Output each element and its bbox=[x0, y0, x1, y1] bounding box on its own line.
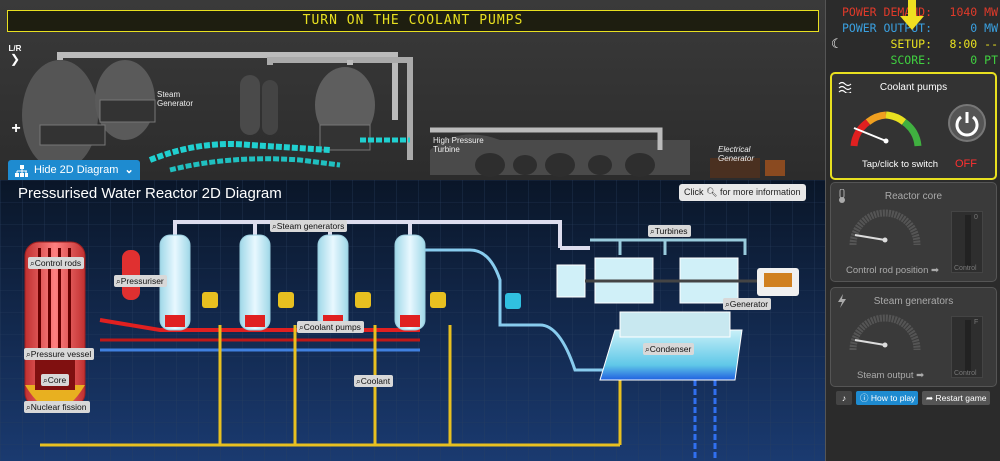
tag-nuclear-fission[interactable]: ⌕Nuclear fission bbox=[24, 401, 90, 413]
tag-steam-generators[interactable]: ⌕Steam generators bbox=[270, 220, 348, 232]
score-row: SCORE: 0 PT bbox=[832, 52, 998, 68]
magnify-icon: ⌕ bbox=[356, 376, 361, 386]
left-right-toggle[interactable]: L/R ❯ bbox=[6, 44, 24, 70]
steam-generator-scene-label: Steam Generator bbox=[157, 90, 194, 108]
thermometer-icon bbox=[837, 188, 847, 208]
slider-label: Control bbox=[954, 265, 977, 272]
tag-turbines[interactable]: ⌕Turbines bbox=[648, 225, 691, 237]
instruction-banner: TURN ON THE COOLANT PUMPS bbox=[7, 10, 819, 32]
steam-output-caption: Steam output ➡ bbox=[857, 370, 925, 381]
hierarchy-icon bbox=[15, 164, 28, 180]
waves-icon bbox=[838, 80, 852, 98]
chevron-down-icon: ⌄ bbox=[124, 164, 134, 176]
slider-label: Control bbox=[954, 370, 977, 377]
magnify-icon: ⌕ bbox=[26, 402, 31, 412]
tag-steam-generators-label: Steam generators bbox=[276, 221, 345, 231]
magnify-icon: ⌕ bbox=[272, 221, 277, 231]
tag-pressure-vessel-label: Pressure vessel bbox=[30, 349, 92, 359]
steam-generators-panel: Steam generators Steam output ➡ F Contro… bbox=[830, 287, 997, 387]
slider-track bbox=[965, 215, 971, 267]
tag-coolant-label: Coolant bbox=[360, 376, 391, 386]
electrical-generator-scene-label: Electrical Generator bbox=[718, 145, 755, 163]
magnify-icon: 🔍︎ bbox=[706, 187, 718, 197]
click-info-hint: Click 🔍︎ for more information bbox=[679, 184, 806, 201]
magnify-icon: ⌕ bbox=[725, 299, 730, 309]
diagram-title: Pressurised Water Reactor 2D Diagram bbox=[18, 185, 282, 202]
pwr-2d-diagram: Pressurised Water Reactor 2D Diagram Cli… bbox=[0, 180, 825, 461]
lr-label: L/R bbox=[8, 44, 22, 53]
tag-coolant-pumps[interactable]: ⌕Coolant pumps bbox=[297, 321, 364, 333]
hide-2d-diagram-button[interactable]: Hide 2D Diagram ⌄ bbox=[8, 160, 140, 180]
tag-control-rods[interactable]: ⌕Control rods bbox=[28, 257, 85, 269]
magnify-icon: ⌕ bbox=[30, 258, 35, 268]
tag-coolant-pumps-label: Coolant pumps bbox=[303, 322, 361, 332]
tag-coolant[interactable]: ⌕Coolant bbox=[354, 375, 394, 387]
slider-value: F bbox=[974, 319, 979, 326]
click-info-after: for more information bbox=[719, 187, 801, 197]
magnify-icon: ⌕ bbox=[26, 349, 31, 359]
magnify-icon: ⌕ bbox=[650, 226, 655, 236]
tag-nuclear-fission-label: Nuclear fission bbox=[30, 402, 87, 412]
tag-generator[interactable]: ⌕Generator bbox=[723, 298, 772, 310]
control-rod-caption: Control rod position ➡ bbox=[846, 265, 939, 276]
setup-label: SETUP: bbox=[890, 37, 932, 51]
reactor-core-title: Reactor core bbox=[884, 191, 943, 202]
magnify-icon: ⌕ bbox=[116, 276, 121, 286]
tag-pressuriser-label: Pressuriser bbox=[120, 276, 164, 286]
power-icon bbox=[955, 112, 979, 137]
slider-track bbox=[965, 320, 971, 372]
moon-icon: ☾ bbox=[831, 36, 843, 51]
tag-pressure-vessel[interactable]: ⌕Pressure vessel bbox=[24, 348, 95, 360]
hp-turbine-scene-label: High Pressure Turbine bbox=[433, 136, 484, 154]
hint-arrow-icon bbox=[900, 0, 924, 30]
speaker-icon: ♪ bbox=[841, 393, 847, 403]
restart-label: Restart game bbox=[935, 393, 987, 403]
power-toggle-button[interactable] bbox=[948, 104, 986, 142]
tag-control-rods-label: Control rods bbox=[34, 258, 82, 268]
click-info-before: Click bbox=[684, 187, 704, 197]
coolant-gauge bbox=[850, 111, 922, 147]
control-sidebar: POWER DEMAND: 1040 MW POWER OUTPUT: 0 MW… bbox=[825, 0, 1000, 461]
steam-generators-title: Steam generators bbox=[873, 296, 954, 307]
diagram-schematic bbox=[0, 180, 825, 461]
tag-condenser[interactable]: ⌕Condenser bbox=[643, 343, 695, 355]
sound-button[interactable]: ♪ bbox=[836, 391, 852, 405]
zoom-in-button[interactable]: + bbox=[11, 120, 21, 137]
tag-core[interactable]: ⌕Core bbox=[41, 374, 70, 386]
power-demand-value: 1040 MW bbox=[949, 5, 998, 19]
magnify-icon: ⌕ bbox=[299, 322, 304, 332]
question-icon: ⓘ bbox=[860, 393, 869, 403]
power-output-value: 0 MW bbox=[970, 21, 998, 35]
hide-2d-diagram-label: Hide 2D Diagram bbox=[34, 164, 119, 176]
lightning-icon bbox=[837, 294, 847, 313]
restart-icon: ➦ bbox=[926, 393, 934, 403]
how-to-play-label: How to play bbox=[870, 393, 916, 403]
setup-row: SETUP: 8:00 -- bbox=[832, 36, 998, 52]
setup-value: 8:00 -- bbox=[949, 37, 998, 51]
coolant-tap-caption: Tap/click to switch bbox=[862, 159, 939, 170]
tag-condenser-label: Condenser bbox=[649, 344, 692, 354]
reactor-3d-scene[interactable]: TURN ON THE COOLANT PUMPS L/R ❯ + Steam … bbox=[0, 0, 825, 180]
tag-core-label: Core bbox=[47, 375, 67, 385]
reactor-scene-art bbox=[22, 52, 785, 178]
core-gauge bbox=[849, 209, 921, 246]
coolant-pumps-title: Coolant pumps bbox=[879, 82, 948, 93]
tag-turbines-label: Turbines bbox=[654, 226, 688, 236]
how-to-play-button[interactable]: ⓘ How to play bbox=[856, 391, 918, 405]
magnify-icon: ⌕ bbox=[645, 344, 650, 354]
chevron-right-icon: ❯ bbox=[9, 52, 21, 66]
tag-generator-label: Generator bbox=[729, 299, 769, 309]
score-value: 0 PT bbox=[970, 53, 998, 67]
coolant-pumps-panel[interactable]: Coolant pumps Tap/click to switch OFF bbox=[830, 72, 997, 180]
magnify-icon: ⌕ bbox=[43, 375, 48, 385]
restart-button[interactable]: ➦ Restart game bbox=[922, 391, 990, 405]
control-rod-slider[interactable]: 0 Control bbox=[951, 211, 983, 273]
score-label: SCORE: bbox=[890, 53, 932, 67]
steam-output-slider[interactable]: F Control bbox=[951, 316, 983, 378]
slider-value: 0 bbox=[974, 214, 978, 221]
steam-gauge bbox=[849, 314, 921, 351]
coolant-state: OFF bbox=[955, 158, 977, 170]
tag-pressuriser[interactable]: ⌕Pressuriser bbox=[114, 275, 167, 287]
reactor-core-panel: Reactor core Control rod position ➡ 0 Co… bbox=[830, 182, 997, 282]
